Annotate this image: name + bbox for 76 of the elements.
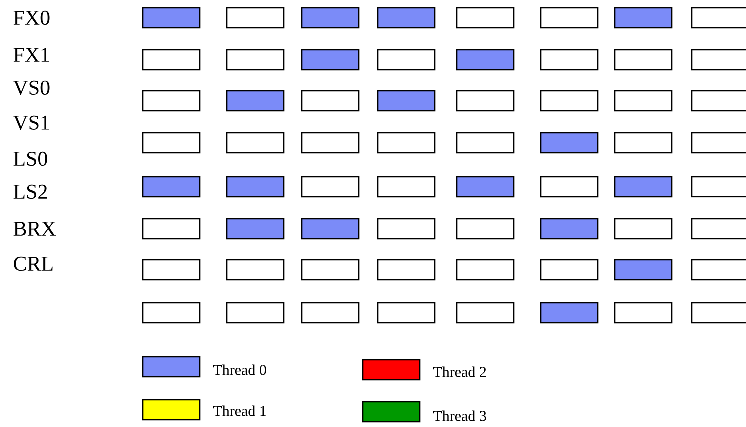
empty-box <box>301 90 360 112</box>
empty-box <box>377 49 436 71</box>
legend-label: Thread 3 <box>433 410 486 422</box>
empty-box <box>301 259 360 281</box>
empty-box <box>226 302 285 324</box>
empty-box <box>540 7 599 29</box>
filled-bar <box>301 49 360 71</box>
filled-bar <box>456 176 515 198</box>
filled-bar <box>614 7 673 29</box>
filled-bar <box>540 302 599 324</box>
row-label: VS1 <box>13 116 50 130</box>
empty-box <box>301 132 360 154</box>
row-label: VS0 <box>13 80 50 96</box>
row-label: LS2 <box>14 184 48 200</box>
empty-box <box>540 259 599 281</box>
filled-bar <box>540 132 599 154</box>
row-label: LS0 <box>14 152 48 166</box>
empty-box <box>691 259 746 281</box>
filled-bar <box>142 7 201 29</box>
filled-bar <box>614 176 673 198</box>
empty-box <box>226 132 285 154</box>
empty-box <box>142 90 201 112</box>
empty-box <box>301 176 360 198</box>
empty-box <box>456 132 515 154</box>
empty-box <box>614 218 673 240</box>
empty-box <box>456 302 515 324</box>
row-label: CRL <box>14 256 53 272</box>
filled-bar <box>456 49 515 71</box>
empty-box <box>456 259 515 281</box>
filled-bar <box>540 218 599 240</box>
empty-box <box>691 302 746 324</box>
empty-box <box>691 49 746 71</box>
empty-box <box>614 132 673 154</box>
empty-box <box>614 302 673 324</box>
row-label: FX1 <box>14 48 50 62</box>
empty-box <box>142 302 201 324</box>
empty-box <box>456 90 515 112</box>
empty-box <box>456 7 515 29</box>
empty-box <box>142 132 201 154</box>
empty-box <box>540 49 599 71</box>
legend-label: Thread 2 <box>433 366 486 378</box>
empty-box <box>614 90 673 112</box>
empty-box <box>377 218 436 240</box>
empty-box <box>691 7 746 29</box>
filled-bar <box>377 90 436 112</box>
row-label: FX0 <box>14 10 50 26</box>
empty-box <box>142 218 201 240</box>
empty-box <box>614 49 673 71</box>
filled-bar <box>226 176 285 198</box>
empty-box <box>377 176 436 198</box>
empty-box <box>540 90 599 112</box>
empty-box <box>691 176 746 198</box>
row-label: BRX <box>14 222 56 236</box>
filled-bar <box>301 7 360 29</box>
empty-box <box>142 49 201 71</box>
filled-bar <box>142 176 201 198</box>
legend-label: Thread 0 <box>213 364 266 376</box>
empty-box <box>377 259 436 281</box>
filled-bar <box>614 259 673 281</box>
empty-box <box>691 218 746 240</box>
filled-bar <box>301 218 360 240</box>
filled-bar <box>226 218 285 240</box>
empty-box <box>540 176 599 198</box>
empty-box <box>377 302 436 324</box>
filled-bar <box>377 7 436 29</box>
empty-box <box>691 132 746 154</box>
filled-bar <box>226 90 285 112</box>
empty-box <box>226 49 285 71</box>
empty-box <box>226 7 285 29</box>
empty-box <box>142 259 201 281</box>
empty-box <box>226 259 285 281</box>
empty-box <box>691 90 746 112</box>
legend-label: Thread 1 <box>213 406 266 416</box>
empty-box <box>377 132 436 154</box>
empty-box <box>456 218 515 240</box>
empty-box <box>301 302 360 324</box>
